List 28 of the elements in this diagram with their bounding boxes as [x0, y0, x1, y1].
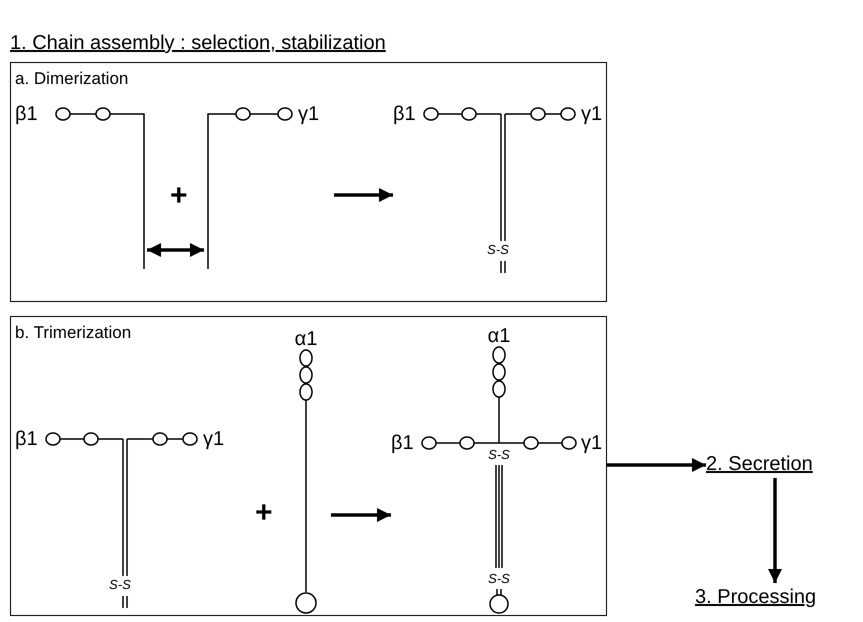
- panel-box: [10, 316, 607, 616]
- chain-label: β1: [15, 427, 38, 452]
- plus-sign: +: [170, 183, 188, 209]
- step-heading: 3. Processing: [695, 583, 860, 611]
- chain-label: γ1: [203, 427, 224, 452]
- arrow: [147, 243, 204, 257]
- arrow: [607, 458, 706, 472]
- chain-label: γ1: [298, 102, 320, 127]
- chain-label: β1: [393, 102, 416, 127]
- chain-label: β1: [391, 431, 414, 456]
- disulfide-label: S-S: [108, 577, 132, 593]
- arrow: [768, 478, 782, 583]
- chain-label: α1: [294, 327, 318, 352]
- disulfide-label: S-S: [487, 447, 511, 463]
- panel-box: [10, 62, 607, 302]
- arrow: [334, 188, 393, 202]
- chain-label: α1: [486, 324, 512, 349]
- plus-sign: +: [255, 500, 273, 526]
- panel-heading: a. Dimerization: [15, 68, 128, 90]
- panel-heading: b. Trimerization: [15, 322, 132, 344]
- step-heading: 2. Secretion: [706, 450, 856, 478]
- arrow: [331, 508, 391, 522]
- disulfide-label: S-S: [487, 571, 511, 587]
- title: 1. Chain assembly : selection, stabilization: [10, 31, 386, 56]
- chain-label: γ1: [581, 102, 602, 127]
- chain-label: γ1: [581, 431, 602, 456]
- disulfide-label: S-S: [486, 242, 510, 258]
- chain-label: β1: [15, 102, 38, 127]
